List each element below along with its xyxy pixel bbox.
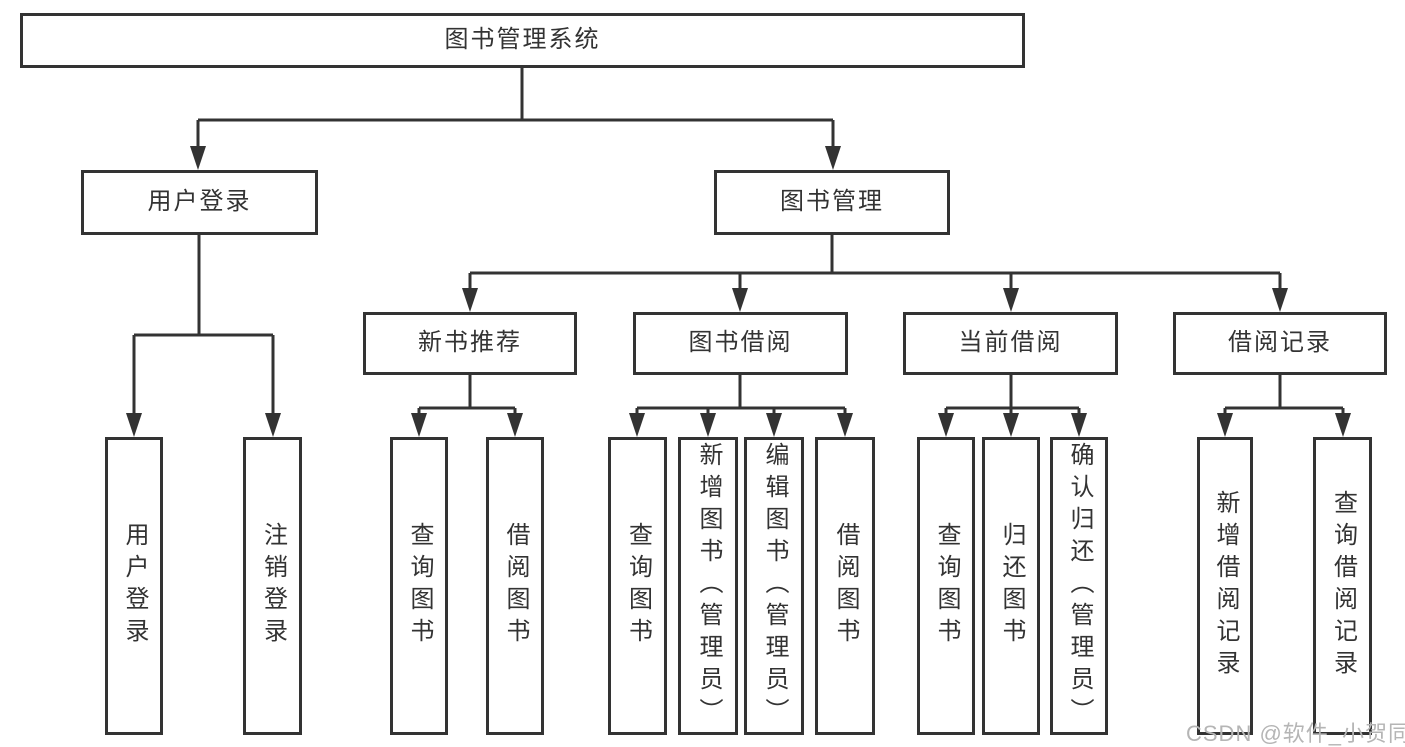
node-current-borrow-label: 当前借阅 [958, 329, 1063, 357]
leaf-borrow-books: 借阅图书 [815, 437, 875, 735]
node-user-login-label: 用户登录 [147, 188, 252, 216]
leaf-return-books-label: 归还图书 [998, 522, 1025, 650]
leaf-query-borrow-record: 查询借阅记录 [1313, 437, 1372, 735]
node-new-book-recommend-label: 新书推荐 [418, 329, 522, 357]
leaf-add-borrow-record-label: 新增借阅记录 [1212, 490, 1239, 682]
leaf-add-books-admin-label: 新增图书（管理员） [695, 442, 722, 730]
node-borrow-records: 借阅记录 [1173, 312, 1387, 375]
node-book-management: 图书管理 [714, 170, 950, 235]
leaf-add-borrow-record: 新增借阅记录 [1197, 437, 1253, 735]
leaf-user-login-label: 用户登录 [121, 522, 148, 650]
node-new-book-recommend: 新书推荐 [363, 312, 577, 375]
leaf-recommend-query-books: 查询图书 [390, 437, 448, 735]
leaf-add-books-admin: 新增图书（管理员） [678, 437, 738, 735]
leaf-borrow-query-books: 查询图书 [608, 437, 667, 735]
leaf-current-query-books: 查询图书 [917, 437, 975, 735]
leaf-query-borrow-record-label: 查询借阅记录 [1329, 490, 1357, 682]
csdn-watermark: CSDN @软件_小贺同学 [1186, 721, 1405, 746]
node-user-login: 用户登录 [81, 170, 318, 235]
node-book-borrow: 图书借阅 [633, 312, 848, 375]
leaf-confirm-return-admin-label: 确认归还（管理员） [1066, 442, 1093, 730]
leaf-edit-books-admin: 编辑图书（管理员） [744, 437, 804, 735]
leaf-recommend-query-books-label: 查询图书 [406, 522, 433, 650]
leaf-current-query-books-label: 查询图书 [933, 522, 960, 650]
leaf-logout-label: 注销登录 [259, 522, 287, 650]
leaf-recommend-borrow-books-label: 借阅图书 [502, 522, 529, 650]
leaf-edit-books-admin-label: 编辑图书（管理员） [761, 442, 788, 730]
node-current-borrow: 当前借阅 [903, 312, 1118, 375]
node-book-management-label: 图书管理 [780, 188, 884, 216]
leaf-return-books: 归还图书 [982, 437, 1040, 735]
leaf-recommend-borrow-books: 借阅图书 [486, 437, 544, 735]
leaf-logout: 注销登录 [243, 437, 302, 735]
node-root: 图书管理系统 [20, 13, 1025, 68]
node-book-borrow-label: 图书借阅 [688, 329, 793, 357]
node-borrow-records-label: 借阅记录 [1228, 329, 1332, 357]
leaf-borrow-query-books-label: 查询图书 [624, 522, 652, 650]
leaf-borrow-books-label: 借阅图书 [832, 522, 859, 650]
leaf-confirm-return-admin: 确认归还（管理员） [1050, 437, 1108, 735]
leaf-user-login: 用户登录 [105, 437, 163, 735]
node-root-label: 图书管理系统 [444, 26, 601, 54]
